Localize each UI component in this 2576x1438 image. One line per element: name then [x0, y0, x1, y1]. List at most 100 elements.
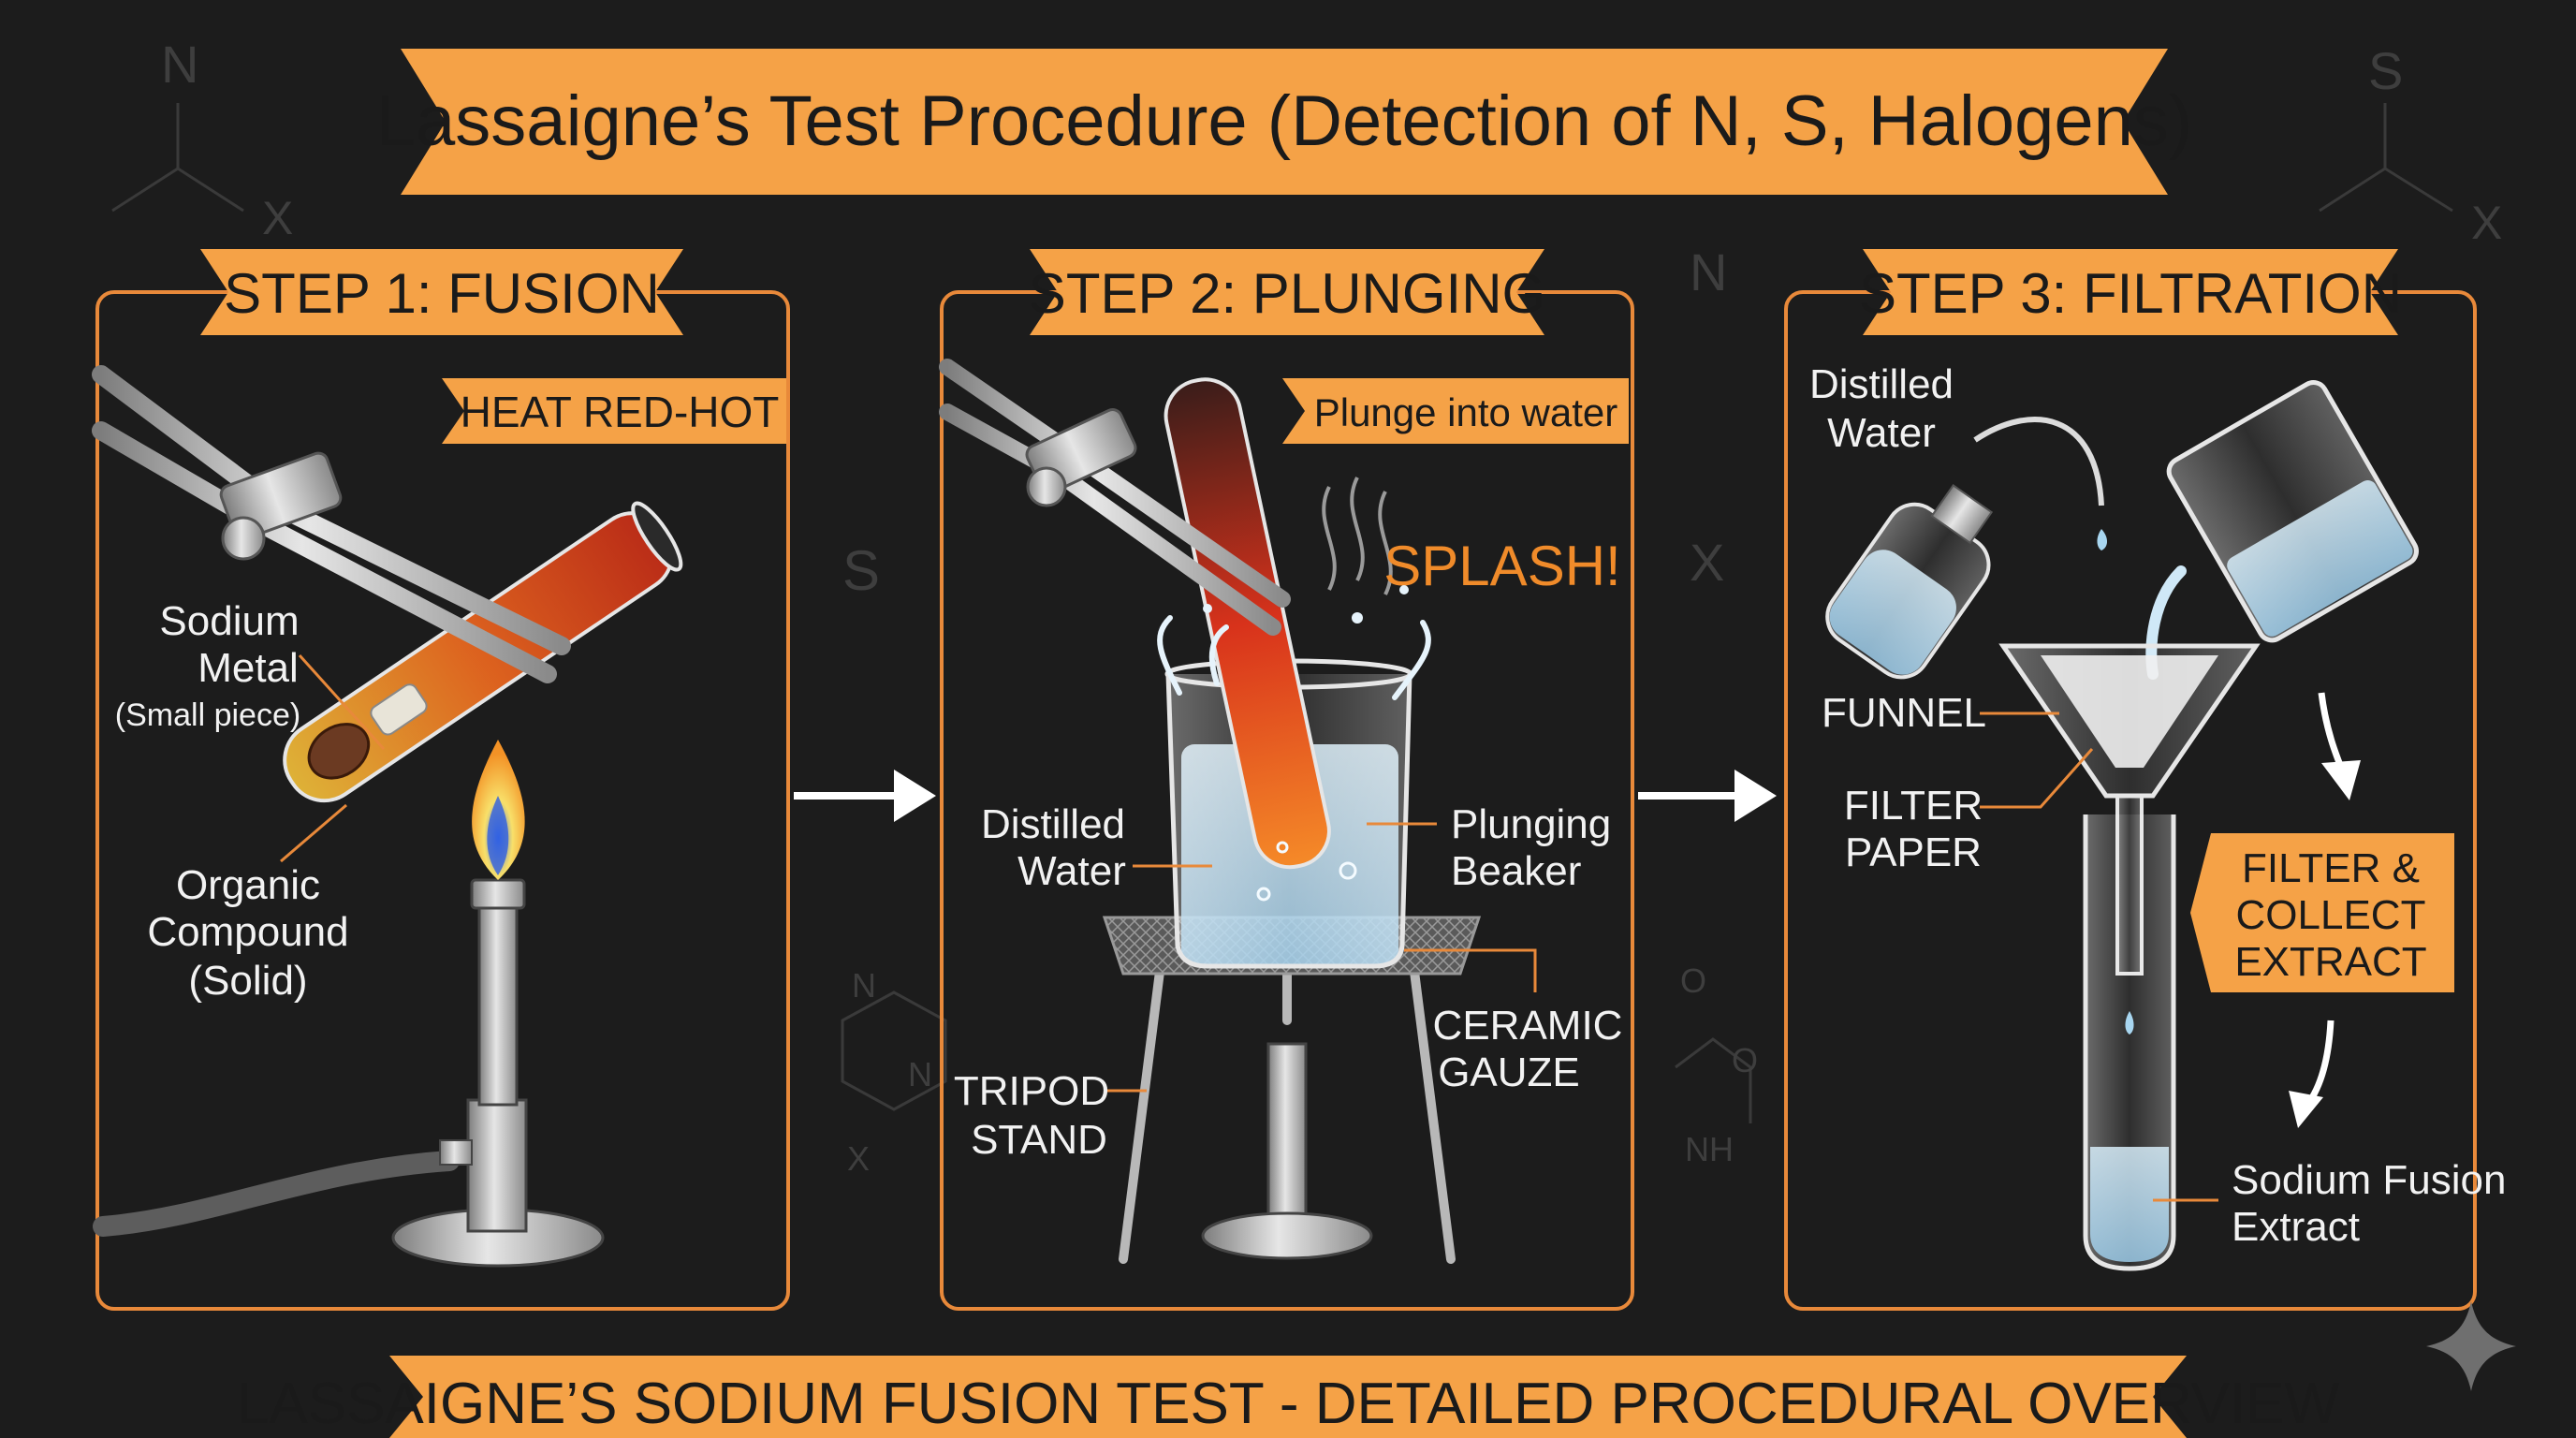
extract-liquid: [2090, 1147, 2169, 1262]
bg-symbol: O: [1732, 1041, 1758, 1079]
organic-compound-lump: [307, 723, 371, 780]
splash-icon: [1157, 615, 1431, 700]
bg-ring: [841, 990, 947, 1111]
bg-symbol: X: [847, 1139, 870, 1178]
beaker-label-2: Beaker: [1451, 848, 1581, 894]
arrow-head-icon: [894, 770, 936, 822]
drip-icon: [2125, 1011, 2134, 1034]
pouring-beaker: [2166, 380, 2419, 643]
step2-water-label-1: Distilled: [981, 801, 1125, 847]
sodium-piece: [370, 683, 428, 736]
fusion-tube: [283, 501, 683, 803]
page-title: Lassaigne’s Test Procedure (Detection of…: [376, 81, 2192, 161]
step3-banner-shape: [1863, 249, 2398, 335]
filter-paper: [2041, 655, 2218, 768]
bg-symbol: X: [2471, 197, 2502, 249]
step3-water-label-2: Water: [1827, 410, 1936, 456]
arrow-head-icon: [2321, 760, 2361, 800]
title-banner: Lassaigne’s Test Procedure (Detection of…: [376, 49, 2192, 195]
sodium-label-2: Metal: [198, 645, 299, 691]
sparkle-icon: [2426, 1301, 2516, 1391]
step1-banner: STEP 1: FUSION: [200, 249, 683, 335]
gauze-label-2: GAUZE: [1438, 1049, 1580, 1095]
bg-bond: [2319, 103, 2453, 213]
step3-callout-line-2: COLLECT: [2236, 892, 2426, 938]
bg-bond: [111, 103, 244, 213]
gauze-label-1: CERAMIC: [1433, 1003, 1623, 1049]
bubble: [1276, 841, 1289, 854]
gauze-leader: [1404, 948, 1537, 992]
step1-callout: HEAT RED-HOT: [461, 388, 780, 436]
extract-label-1: Sodium Fusion: [2232, 1157, 2506, 1203]
step3-callout-line-1: FILTER &: [2242, 845, 2420, 891]
title-banner-shape: [401, 49, 2168, 195]
background-symbols: N X S X S N X N N X O O NH: [111, 35, 2502, 1178]
organic-label-2: Compound: [147, 909, 348, 955]
gas-hose: [93, 1151, 460, 1237]
organic-leader: [280, 803, 347, 863]
step2-banner: STEP 2: PLUNGING: [1029, 249, 1545, 335]
step2-callout: Plunge into water: [1314, 390, 1618, 434]
arrow-head-icon: [1734, 770, 1777, 822]
gas-inlet: [439, 1139, 473, 1166]
step3-callout-shape: [2190, 833, 2454, 992]
step2-title: STEP 2: PLUNGING: [1029, 262, 1545, 325]
bubble: [1339, 861, 1357, 880]
bg-symbol: N: [161, 35, 198, 94]
burner-mouth: [470, 878, 526, 910]
arrow-head-icon: [2289, 1091, 2323, 1128]
tripod-label-2: STAND: [971, 1117, 1107, 1163]
wash-bottle-cap: [1930, 484, 1994, 545]
funnel-label: FUNNEL: [1822, 690, 1986, 736]
pouring-beaker-water: [2227, 479, 2413, 637]
footer-title: LASSAIGNE’S SODIUM FUSION TEST - DETAILE…: [237, 1372, 2340, 1436]
wash-bottle-icon: [1825, 484, 1994, 680]
bubble: [1256, 887, 1271, 902]
splash-label: SPLASH!: [1383, 535, 1620, 597]
steam-icon: [1322, 477, 1393, 595]
burner-tube-2: [1266, 1042, 1308, 1228]
step3-content: FILTER & COLLECT EXTRACT Distilled Water…: [1809, 361, 2506, 1271]
bg-symbol: NH: [1685, 1130, 1734, 1168]
droplet: [1352, 612, 1363, 624]
hot-tube-glass: [1164, 377, 1331, 870]
tripod-label-1: TRIPOD: [954, 1068, 1109, 1114]
burner-base-2: [1201, 1211, 1373, 1260]
hot-tube-glow: [1165, 379, 1329, 868]
step2-content: Plunge into water SPLASH!: [939, 359, 1629, 1264]
bg-symbol: S: [842, 539, 880, 602]
filter-label-2: PAPER: [1845, 829, 1982, 875]
burner-stem: [466, 1098, 528, 1233]
droplet: [1203, 604, 1212, 613]
filter-label-1: FILTER: [1844, 783, 1983, 829]
burner-tube: [477, 902, 519, 1107]
extract-label-2: Extract: [2232, 1204, 2360, 1250]
step3-banner: STEP 3: FILTRATION: [1859, 249, 2402, 335]
sodium-label-3: (Small piece): [115, 697, 300, 733]
step2-water-label-2: Water: [1017, 848, 1126, 894]
tongs2-screw: [1026, 466, 1067, 507]
droplet: [1399, 585, 1409, 594]
filter-leader: [1980, 748, 2094, 809]
organic-label-3: (Solid): [188, 958, 307, 1004]
tongs-screw: [221, 516, 266, 561]
bg-symbol: N: [852, 966, 876, 1005]
sodium-leader: [298, 653, 386, 751]
flame-inner: [487, 796, 509, 875]
footer-banner: LASSAIGNE’S SODIUM FUSION TEST - DETAILE…: [237, 1356, 2340, 1438]
footer-banner-shape: [389, 1356, 2187, 1438]
bg-symbol: X: [1690, 533, 1724, 592]
beaker-label-1: Plunging: [1451, 801, 1611, 847]
curved-arrow-icon: [2305, 1020, 2334, 1108]
step2-callout-shape: [1282, 378, 1629, 444]
step1-content: HEAT RED-HOT Sodium Metal (Small piece): [92, 365, 786, 1268]
step3-callout-line-3: EXTRACT: [2234, 939, 2426, 985]
hot-tube: [1164, 377, 1331, 870]
bg-symbol: X: [262, 192, 293, 244]
bg-bond: [1675, 1037, 1752, 1123]
bg-symbol: S: [2368, 41, 2403, 100]
organic-label-1: Organic: [176, 862, 320, 908]
water-drop-icon: [2097, 529, 2108, 550]
step3-title: STEP 3: FILTRATION: [1859, 262, 2402, 325]
